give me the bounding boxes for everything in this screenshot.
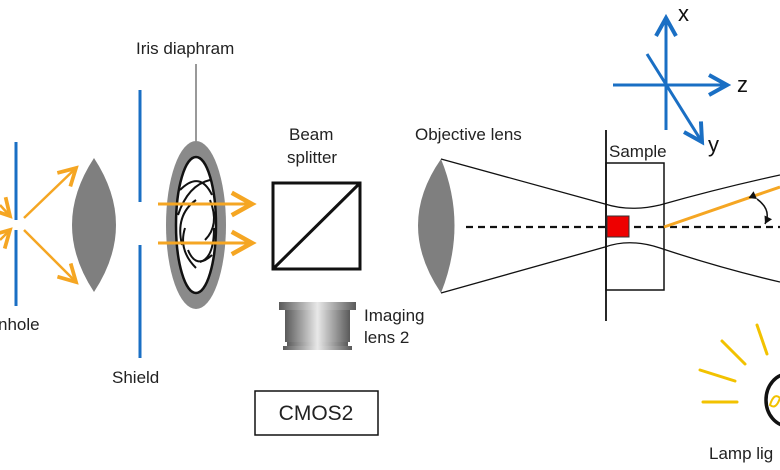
y-axis-label: y bbox=[708, 132, 719, 157]
y-axis-arrow bbox=[645, 53, 702, 142]
focusing-cone bbox=[440, 158, 780, 294]
z-axis-label: z bbox=[737, 72, 748, 97]
cmos2-label: CMOS2 bbox=[279, 402, 354, 425]
cmos2-camera: CMOS2 bbox=[254, 390, 379, 436]
incoming-beams bbox=[0, 205, 10, 240]
beam-splitter-label-line2: splitter bbox=[287, 148, 337, 167]
scattered-beam bbox=[663, 185, 780, 229]
sample-marker bbox=[606, 215, 630, 238]
diverging-beams bbox=[23, 168, 76, 282]
pinhole-label: nhole bbox=[0, 315, 40, 334]
beam-splitter bbox=[271, 181, 362, 271]
objective-lens-label: Objective lens bbox=[415, 125, 522, 144]
collimating-lens bbox=[72, 158, 116, 292]
collimated-beams bbox=[158, 204, 252, 243]
imaging-lens-label-line2: lens 2 bbox=[364, 328, 409, 347]
coordinate-axes: x z y bbox=[613, 1, 748, 157]
shield-label: Shield bbox=[112, 368, 159, 387]
lamp-filament bbox=[768, 395, 780, 408]
iris-label: Iris diaphram bbox=[136, 39, 234, 58]
light-rays bbox=[698, 323, 769, 404]
angle-arc bbox=[748, 191, 773, 225]
sample-label: Sample bbox=[609, 142, 667, 161]
imaging-lens-label-line1: Imaging bbox=[364, 306, 424, 325]
beam-splitter-label-line1: Beam bbox=[289, 125, 333, 144]
iris-diaphragm bbox=[166, 141, 226, 309]
lamp-light bbox=[698, 323, 780, 427]
lamp-light-label: Lamp lig bbox=[709, 444, 773, 463]
objective-lens bbox=[418, 159, 455, 293]
imaging-lens-2 bbox=[279, 302, 356, 350]
x-axis-label: x bbox=[678, 1, 689, 26]
